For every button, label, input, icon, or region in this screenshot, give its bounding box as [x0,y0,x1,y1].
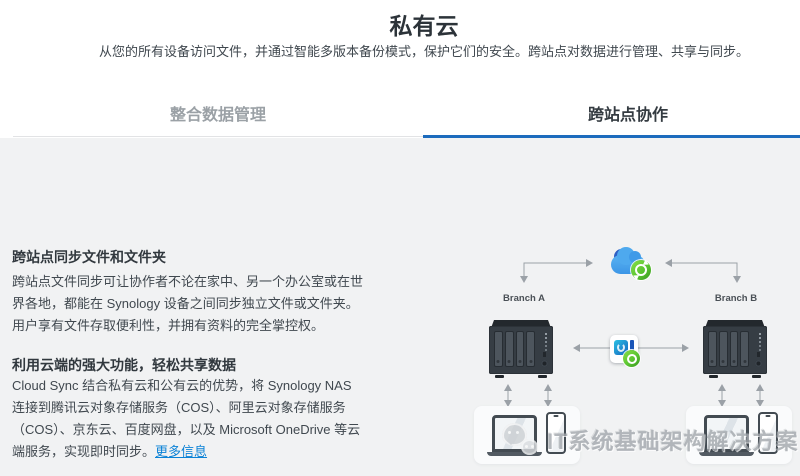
usb-port [757,352,760,357]
laptop-icon [487,415,542,456]
page-title: 私有云 [389,13,459,39]
page-subtitle: 从您的所有设备访问文件，并通过智能多版本备份模式，保护它们的安全。跨站点对数据进… [98,44,750,59]
drive-bay [494,331,503,367]
drive-logo-bar [630,340,634,355]
drive-bay [504,331,514,367]
cloud-shape [611,247,645,274]
content-section-background [0,138,800,476]
nas-front-panel [703,326,767,374]
nas-device-b [703,320,767,378]
led-indicators [759,333,761,335]
drive-bay [515,331,525,367]
led-indicators [545,333,547,335]
active-tab-underline [423,135,800,138]
drive-bay [708,331,717,367]
laptop-icon [699,415,754,456]
drive-logo-shape [614,340,628,355]
cloud-sync-icon [611,247,651,281]
nas-device-a [489,320,553,378]
drive-sharesync-icon [610,335,640,367]
power-button-icon [541,360,548,367]
nas-front-panel [489,326,553,374]
drive-bay [729,331,739,367]
usb-port [543,352,546,357]
sync-badge-icon [623,350,640,367]
drive-bays [494,331,535,367]
drive-bay [718,331,728,367]
nas-top-face [705,320,765,328]
tab-cross-site-collaboration[interactable]: 跨站点协作 [587,107,668,124]
phone-icon [758,412,778,454]
feature-1-body: 跨站点文件同步可让协作者不论在家中、另一个办公室或在世界各地，都能在 Synol… [12,274,364,333]
tab-integrated-data-management[interactable]: 整合数据管理 [169,107,266,124]
feature-2-body: Cloud Sync 结合私有云和公有云的优势，将 Synology NAS 连… [12,375,368,463]
drive-bay [740,331,749,367]
branch-b-label: Branch B [714,293,758,304]
feature-2-heading: 利用云端的强大功能，轻松共享数据 [12,357,236,373]
sync-badge-icon [631,259,651,281]
power-button-icon [755,360,762,367]
drive-bays [708,331,749,367]
nas-top-face [491,320,551,328]
feature-2-body-text: Cloud Sync 结合私有云和公有云的优势，将 Synology NAS 连… [12,378,361,459]
drive-bay [526,331,535,367]
phone-icon [546,412,566,454]
branch-a-label: Branch A [503,293,545,304]
feature-1-heading: 跨站点同步文件和文件夹 [12,249,166,265]
tab-rail [13,136,423,137]
more-info-link[interactable]: 更多信息 [155,444,208,459]
